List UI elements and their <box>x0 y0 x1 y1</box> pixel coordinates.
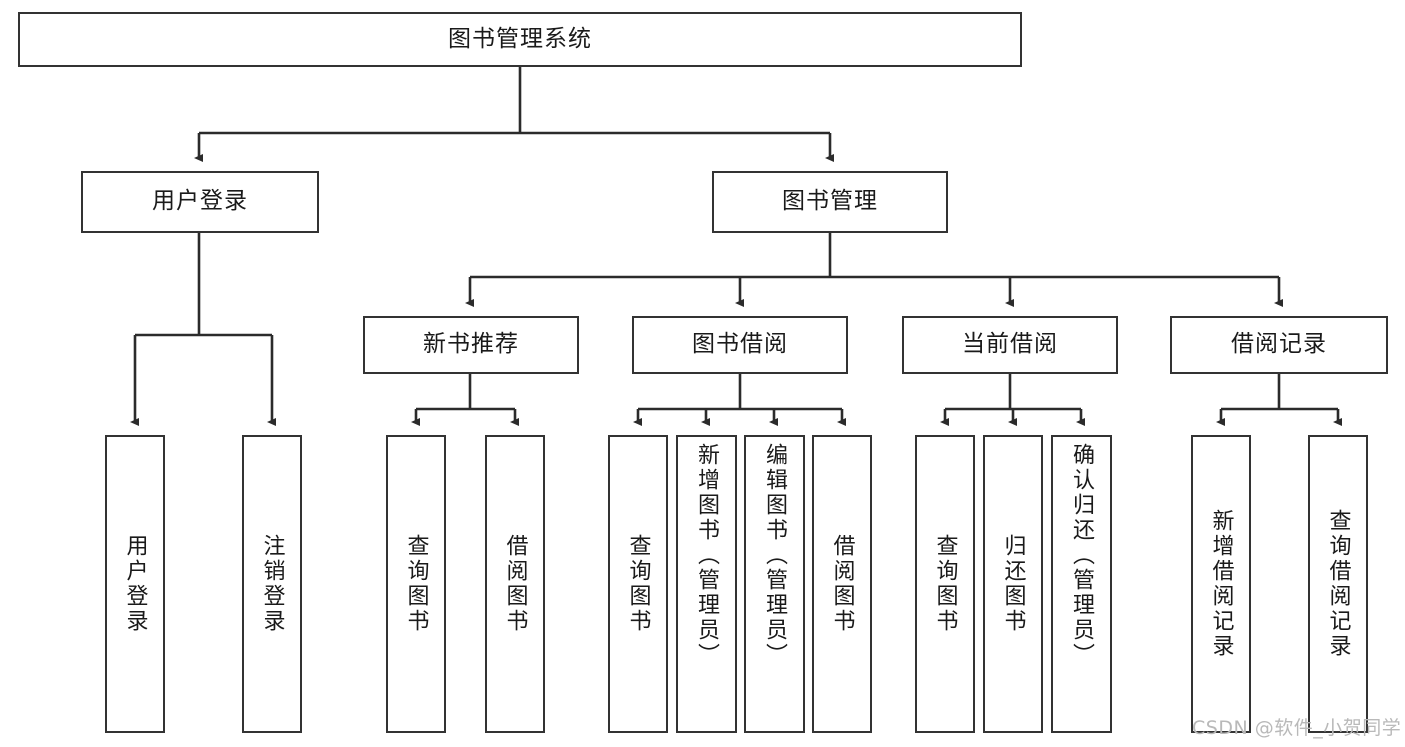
node-leaf-user-login[interactable]: 用户登录 <box>105 435 165 733</box>
node-leaf-add-book-label: 新增图书（管理员） <box>694 443 720 668</box>
node-leaf-query-book-1[interactable]: 查询图书 <box>386 435 446 733</box>
node-leaf-borrow-book-1-label: 借阅图书 <box>502 534 528 634</box>
node-book-manage-label: 图书管理 <box>782 188 878 215</box>
node-root-label: 图书管理系统 <box>448 25 592 52</box>
node-leaf-borrow-book-2-label: 借阅图书 <box>829 534 855 634</box>
node-leaf-confirm-return-label: 确认归还（管理员） <box>1069 443 1095 668</box>
node-book-borrow-label: 图书借阅 <box>692 331 788 358</box>
node-book-borrow[interactable]: 图书借阅 <box>632 316 848 374</box>
node-current-borrow[interactable]: 当前借阅 <box>902 316 1118 374</box>
node-leaf-add-book[interactable]: 新增图书（管理员） <box>676 435 737 733</box>
node-leaf-user-logout-label: 注销登录 <box>259 534 285 634</box>
node-borrow-record[interactable]: 借阅记录 <box>1170 316 1388 374</box>
node-leaf-query-book-3-label: 查询图书 <box>932 534 958 634</box>
node-new-book-rec[interactable]: 新书推荐 <box>363 316 579 374</box>
node-leaf-query-book-2[interactable]: 查询图书 <box>608 435 668 733</box>
node-user-login-label: 用户登录 <box>152 188 248 215</box>
node-leaf-confirm-return[interactable]: 确认归还（管理员） <box>1051 435 1112 733</box>
node-leaf-return-book-label: 归还图书 <box>1000 534 1026 634</box>
node-new-book-rec-label: 新书推荐 <box>423 331 519 358</box>
node-leaf-user-logout[interactable]: 注销登录 <box>242 435 302 733</box>
node-leaf-query-record[interactable]: 查询借阅记录 <box>1308 435 1368 733</box>
node-leaf-query-book-2-label: 查询图书 <box>625 534 651 634</box>
csdn-watermark: CSDN @软件_小贺同学 <box>1192 717 1402 739</box>
node-leaf-user-login-label: 用户登录 <box>122 534 148 634</box>
node-leaf-borrow-book-1[interactable]: 借阅图书 <box>485 435 545 733</box>
node-leaf-query-book-1-label: 查询图书 <box>403 534 429 634</box>
node-root[interactable]: 图书管理系统 <box>18 12 1022 67</box>
node-leaf-query-book-3[interactable]: 查询图书 <box>915 435 975 733</box>
node-current-borrow-label: 当前借阅 <box>962 331 1058 358</box>
node-leaf-return-book[interactable]: 归还图书 <box>983 435 1043 733</box>
node-user-login[interactable]: 用户登录 <box>81 171 319 233</box>
node-leaf-add-record-label: 新增借阅记录 <box>1208 509 1234 659</box>
node-leaf-edit-book[interactable]: 编辑图书（管理员） <box>744 435 805 733</box>
node-leaf-add-record[interactable]: 新增借阅记录 <box>1191 435 1251 733</box>
node-leaf-query-record-label: 查询借阅记录 <box>1325 509 1351 659</box>
node-leaf-edit-book-label: 编辑图书（管理员） <box>762 443 788 668</box>
node-book-manage[interactable]: 图书管理 <box>712 171 948 233</box>
node-borrow-record-label: 借阅记录 <box>1231 331 1327 358</box>
node-leaf-borrow-book-2[interactable]: 借阅图书 <box>812 435 872 733</box>
